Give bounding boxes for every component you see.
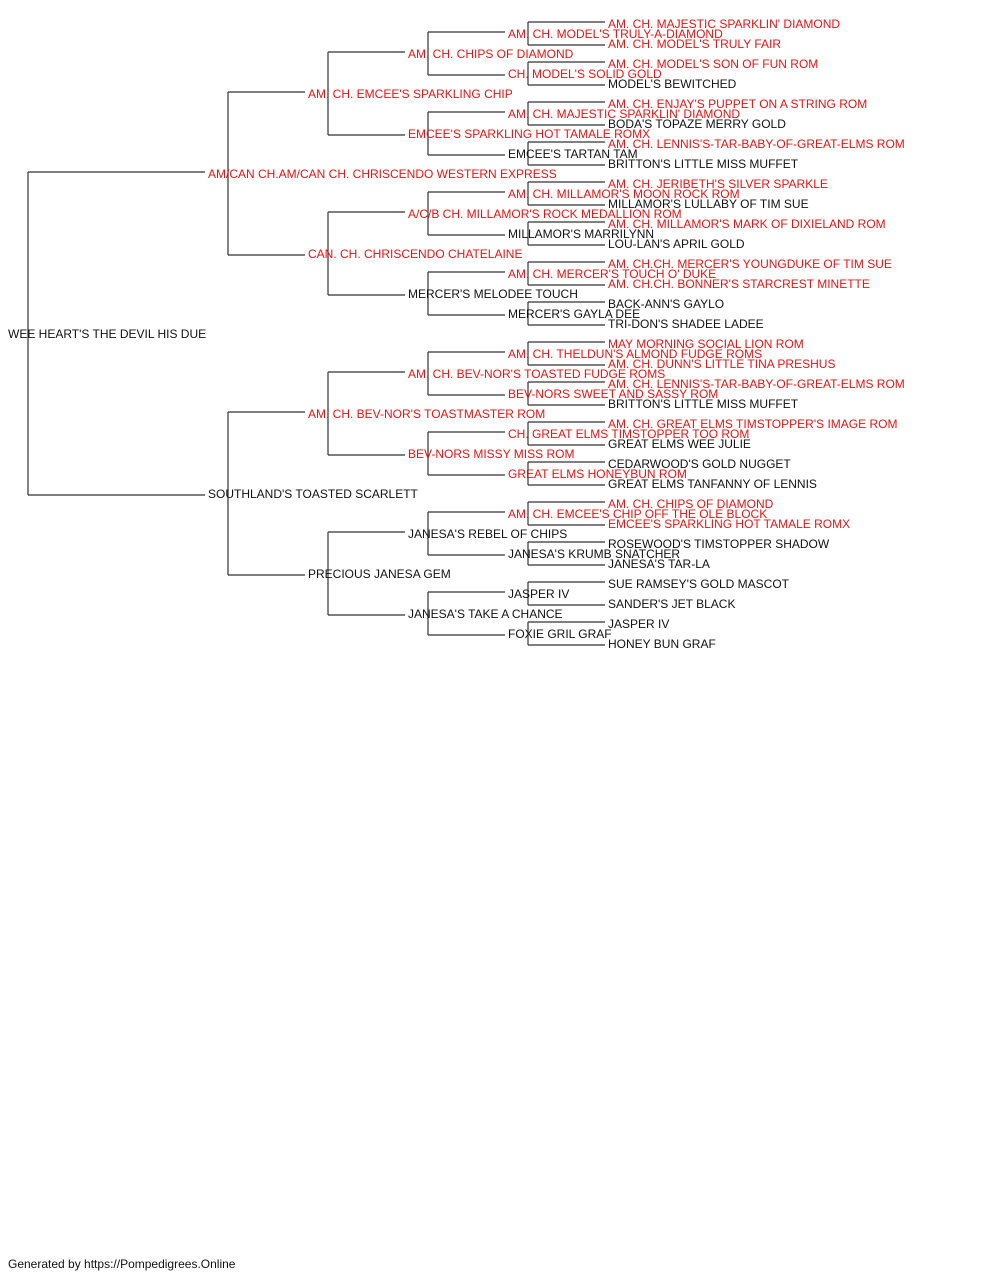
pedigree-name-gen-3: AM. CH. BEV-NOR'S TOASTED FUDGE ROMS <box>408 367 666 381</box>
pedigree-name-gen-3: EMCEE'S SPARKLING HOT TAMALE ROMX <box>408 127 651 141</box>
pedigree-name-gen-1: SOUTHLAND'S TOASTED SCARLETT <box>208 487 418 501</box>
pedigree-name-gen-4: MERCER'S GAYLA DEE <box>508 307 641 321</box>
pedigree-name-gen-5: SANDER'S JET BLACK <box>608 597 736 611</box>
pedigree-name-gen-3: JANESA'S TAKE A CHANCE <box>408 607 563 621</box>
pedigree-name-gen-5: MODEL'S BEWITCHED <box>608 77 737 91</box>
pedigree-name-gen-5: AM. CH.CH. BONNER'S STARCREST MINETTE <box>608 277 870 291</box>
pedigree-name-gen-5: AM. CH. MAJESTIC SPARKLIN' DIAMOND <box>608 17 841 31</box>
pedigree-name-gen-5: CEDARWOOD'S GOLD NUGGET <box>608 457 791 471</box>
pedigree-name-gen-5: MAY MORNING SOCIAL LION ROM <box>608 337 804 351</box>
pedigree-name-gen-3: AM. CH. CHIPS OF DIAMOND <box>408 47 574 61</box>
pedigree-name-gen-5: AM. CH.CH. MERCER'S YOUNGDUKE OF TIM SUE <box>608 257 892 271</box>
pedigree-name-gen-4: AM. CH. MILLAMOR'S MOON ROCK ROM <box>508 187 740 201</box>
pedigree-name-gen-4: CH. GREAT ELMS TIMSTOPPER TOO ROM <box>508 427 750 441</box>
pedigree-name-gen-4: FOXIE GRIL GRAF <box>508 627 612 641</box>
pedigree-name-gen-4: AM. CH. EMCEE'S CHIP OFF THE OLE BLOCK <box>508 507 768 521</box>
pedigree-name-gen-5: AM. CH. LENNIS'S-TAR-BABY-OF-GREAT-ELMS … <box>608 137 905 151</box>
pedigree-name-gen-2: PRECIOUS JANESA GEM <box>308 567 451 581</box>
pedigree-name-gen-3: JANESA'S REBEL OF CHIPS <box>408 527 568 541</box>
pedigree-name-gen-5: EMCEE'S SPARKLING HOT TAMALE ROMX <box>608 517 851 531</box>
pedigree-name-gen-5: AM. CH. JERIBETH'S SILVER SPARKLE <box>608 177 828 191</box>
pedigree-name-gen-4: MILLAMOR'S MARRILYNN <box>508 227 655 241</box>
pedigree-name-gen-5: JANESA'S TAR-LA <box>608 557 710 571</box>
pedigree-name-gen-4: AM. CH. THELDUN'S ALMOND FUDGE ROMS <box>508 347 763 361</box>
pedigree-name-gen-3: A/C/B CH. MILLAMOR'S ROCK MEDALLION ROM <box>408 207 682 221</box>
pedigree-name-gen-5: AM. CH. ENJAY'S PUPPET ON A STRING ROM <box>608 97 868 111</box>
pedigree-name-gen-5: BODA'S TOPAZE MERRY GOLD <box>608 117 786 131</box>
pedigree-name-gen-5: AM. CH. LENNIS'S-TAR-BABY-OF-GREAT-ELMS … <box>608 377 905 391</box>
pedigree-name-gen-5: BACK-ANN'S GAYLO <box>608 297 725 311</box>
pedigree-name-gen-5: AM. CH. GREAT ELMS TIMSTOPPER'S IMAGE RO… <box>608 417 898 431</box>
pedigree-name-gen-5: AM. CH. DUNN'S LITTLE TINA PRESHUS <box>608 357 836 371</box>
footer-credit: Generated by https://Pompedigrees.Online <box>8 1257 236 1271</box>
pedigree-name-gen-5: ROSEWOOD'S TIMSTOPPER SHADOW <box>608 537 830 551</box>
pedigree-name-gen-4: JASPER IV <box>508 587 570 601</box>
pedigree-name-gen-5: MILLAMOR'S LULLABY OF TIM SUE <box>608 197 809 211</box>
pedigree-name-gen-4: JANESA'S KRUMB SNATCHER <box>508 547 681 561</box>
pedigree-name-gen-4: GREAT ELMS HONEYBUN ROM <box>508 467 687 481</box>
pedigree-name-gen-4: AM. CH. MODEL'S TRULY-A-DIAMOND <box>508 27 723 41</box>
pedigree-name-gen-0: WEE HEART'S THE DEVIL HIS DUE <box>8 327 207 341</box>
pedigree-name-gen-5: GREAT ELMS WEE JULIE <box>608 437 751 451</box>
pedigree-name-gen-5: BRITTON'S LITTLE MISS MUFFET <box>608 157 799 171</box>
pedigree-name-gen-2: AM. CH. EMCEE'S SPARKLING CHIP <box>308 87 513 101</box>
pedigree-name-gen-5: AM. CH. MODEL'S SON OF FUN ROM <box>608 57 819 71</box>
pedigree-name-gen-5: AM. CH. MILLAMOR'S MARK OF DIXIELAND ROM <box>608 217 886 231</box>
pedigree-name-gen-5: HONEY BUN GRAF <box>608 637 716 651</box>
pedigree-name-gen-5: LOU-LAN'S APRIL GOLD <box>608 237 745 251</box>
pedigree-name-gen-5: JASPER IV <box>608 617 670 631</box>
pedigree-name-gen-5: BRITTON'S LITTLE MISS MUFFET <box>608 397 799 411</box>
pedigree-name-gen-3: MERCER'S MELODEE TOUCH <box>408 287 578 301</box>
pedigree-name-gen-4: CH. MODEL'S SOLID GOLD <box>508 67 662 81</box>
pedigree-name-gen-2: AM. CH. BEV-NOR'S TOASTMASTER ROM <box>308 407 546 421</box>
pedigree-name-gen-5: GREAT ELMS TANFANNY OF LENNIS <box>608 477 817 491</box>
pedigree-name-gen-2: CAN. CH. CHRISCENDO CHATELAINE <box>308 247 523 261</box>
pedigree-name-gen-1: AM/CAN CH.AM/CAN CH. CHRISCENDO WESTERN … <box>208 167 557 181</box>
pedigree-name-gen-5: TRI-DON'S SHADEE LADEE <box>608 317 764 331</box>
pedigree-name-gen-5: AM. CH. MODEL'S TRULY FAIR <box>608 37 781 51</box>
pedigree-name-gen-5: SUE RAMSEY'S GOLD MASCOT <box>608 577 789 591</box>
pedigree-name-gen-3: BEV-NORS MISSY MISS ROM <box>408 447 575 461</box>
pedigree-name-gen-4: EMCEE'S TARTAN TAM <box>508 147 638 161</box>
pedigree-name-gen-5: AM. CH. CHIPS OF DIAMOND <box>608 497 774 511</box>
pedigree-name-gen-4: BEV-NORS SWEET AND SASSY ROM <box>508 387 719 401</box>
pedigree-name-gen-4: AM. CH. MERCER'S TOUCH O' DUKE <box>508 267 717 281</box>
pedigree-name-gen-4: AM. CH. MAJESTIC SPARKLIN' DIAMOND <box>508 107 741 121</box>
